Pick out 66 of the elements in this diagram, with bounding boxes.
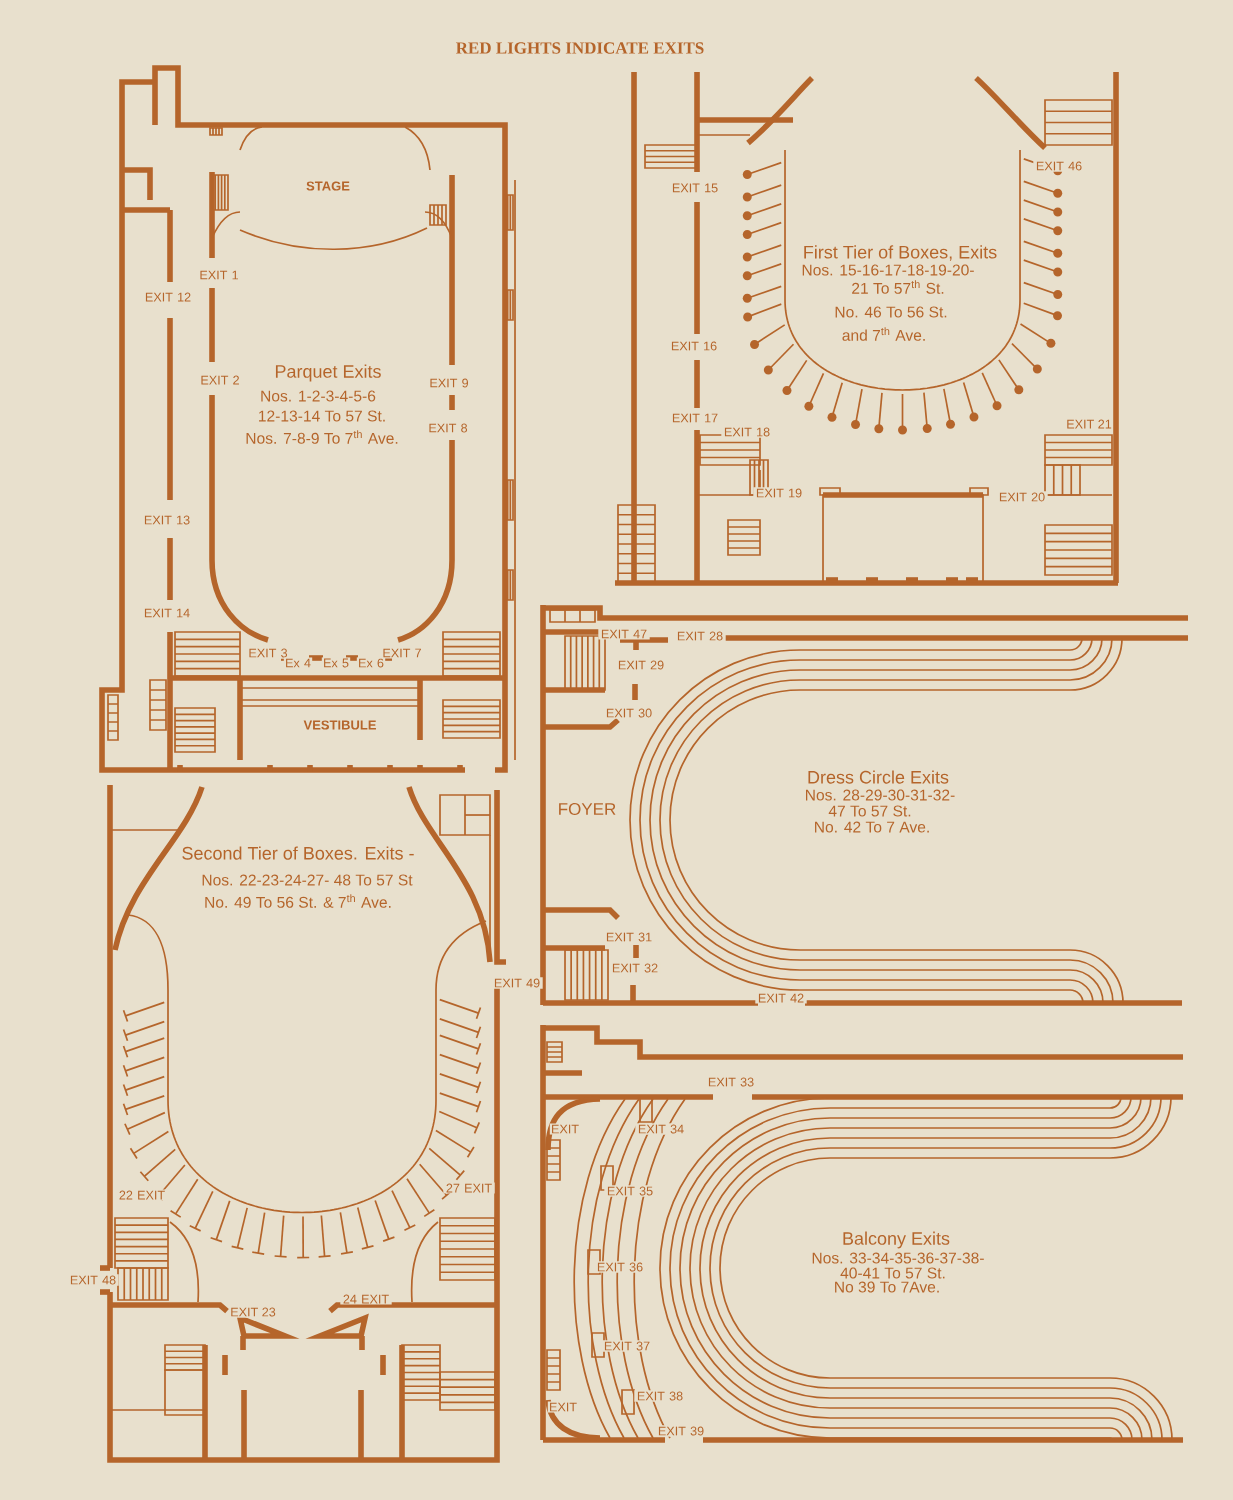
exit-label: EXIT 8	[422, 422, 474, 434]
exit-label: 24 EXIT	[340, 1293, 392, 1305]
exit-label: Ex 4	[283, 657, 313, 669]
exit-label: EXIT 30	[603, 707, 655, 719]
plan-heading: Parquet Exits	[275, 364, 381, 382]
exit-label: EXIT 23	[229, 1306, 277, 1318]
exit-note: and 7$^{th}$ Ave.	[842, 327, 925, 341]
exit-note: 12-13-14 To 57 St.	[259, 410, 385, 422]
plan-heading: Second Tier of Boxes. Exits -	[182, 846, 414, 860]
exit-label: EXIT 21	[1065, 418, 1113, 430]
exit-label: EXIT 46	[1033, 160, 1085, 172]
exit-label: EXIT 7	[376, 647, 428, 659]
exit-label: EXIT 15	[669, 182, 721, 194]
exit-label: EXIT 14	[141, 607, 193, 619]
exit-label: EXIT 39	[655, 1425, 707, 1437]
exit-label: EXIT 2	[194, 374, 246, 386]
room-label: STAGE	[306, 181, 350, 191]
exit-label: EXIT 9	[423, 377, 475, 389]
room-label: FOYER	[559, 803, 616, 815]
exit-label: EXIT 49	[491, 977, 543, 989]
exit-label: EXIT 42	[755, 992, 807, 1004]
plan-heading: First Tier of Boxes, Exits	[804, 245, 997, 261]
exit-label: EXIT 20	[996, 491, 1048, 503]
exit-note: Nos. 15-16-17-18-19-20-	[802, 264, 974, 276]
exit-label: EXIT 17	[669, 412, 721, 424]
exit-label: Ex 5	[321, 657, 351, 669]
plan-heading: Balcony Exits	[843, 1231, 950, 1249]
exit-label: Ex 6	[356, 657, 386, 669]
exit-label: EXIT 47	[598, 628, 650, 640]
exit-note: Nos. 1-2-3-4-5-6	[261, 390, 376, 402]
exit-label: EXIT 29	[615, 659, 667, 671]
room-label: VESTIBULE	[303, 720, 376, 730]
exit-note: No. 42 To 7 Ave.	[815, 821, 929, 833]
exit-label: EXIT 48	[67, 1274, 119, 1286]
exit-label: EXIT 38	[634, 1390, 686, 1402]
exit-note: Nos. 7-8-9 To 7$^{th}$ Ave.	[246, 430, 398, 444]
exit-note: Nos. 33-34-35-36-37-38-	[812, 1252, 984, 1264]
exit-note: No. 49 To 56 St. & 7$^{th}$ Ave.	[205, 894, 391, 908]
exit-label: EXIT	[547, 1401, 579, 1413]
exit-label: EXIT 16	[668, 340, 720, 352]
exit-label: EXIT 31	[603, 931, 655, 943]
exit-note: 40-41 To 57 St.	[840, 1267, 945, 1279]
exit-label: 22 EXIT	[116, 1189, 168, 1201]
exit-label: EXIT 33	[705, 1076, 757, 1088]
exit-label: EXIT 35	[604, 1185, 656, 1197]
exit-label: EXIT 34	[635, 1123, 687, 1135]
exit-label: EXIT 18	[721, 426, 773, 438]
exit-label: 27 EXIT	[443, 1182, 495, 1194]
exit-label: EXIT 36	[594, 1261, 646, 1273]
exit-note: No 39 To 7Ave.	[835, 1281, 939, 1293]
page-title: RED LIGHTS INDICATE EXITS	[456, 42, 704, 54]
exit-label: EXIT 12	[142, 291, 194, 303]
exit-label: EXIT 13	[141, 514, 193, 526]
exit-label: EXIT 32	[609, 962, 661, 974]
exit-note: 47 To 57 St.	[828, 805, 911, 817]
plan-heading: Dress Circle Exits	[808, 770, 949, 784]
exit-note: 21 To 57$^{th}$ St.	[852, 280, 944, 294]
exit-note: Nos. 28-29-30-31-32-	[806, 789, 955, 801]
exit-label: EXIT 37	[601, 1340, 653, 1352]
exit-label: EXIT 19	[753, 487, 805, 499]
exit-label: EXIT 28	[674, 630, 726, 642]
exit-label: EXIT 3	[242, 647, 294, 659]
exit-label: EXIT 1	[193, 269, 245, 281]
exit-note: No. 46 To 56 St.	[835, 306, 947, 318]
exit-note: Nos. 22-23-24-27- 48 To 57 St	[202, 874, 413, 886]
exit-label: EXIT	[549, 1123, 581, 1135]
